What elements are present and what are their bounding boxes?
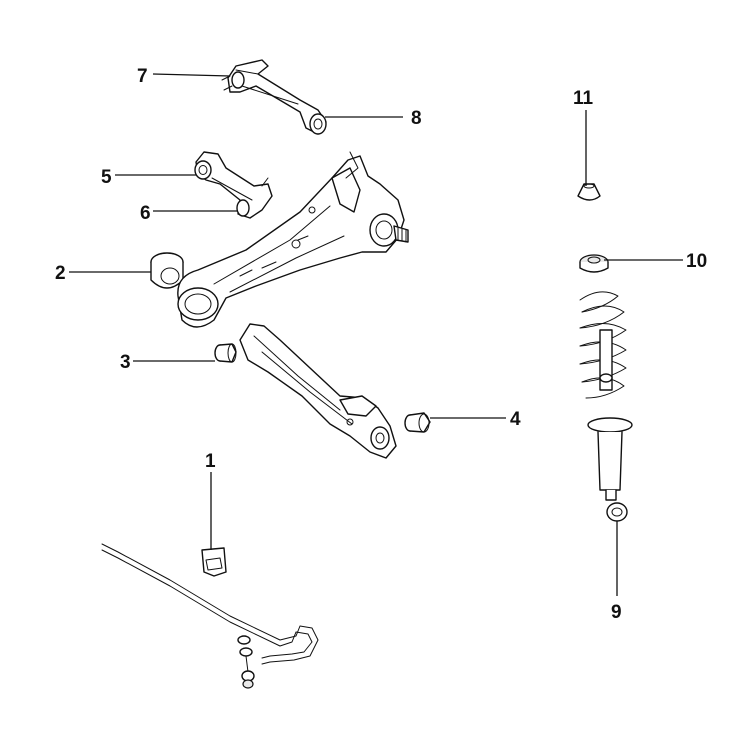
lower-control-arm — [239, 323, 397, 459]
callout-7: 7 — [137, 66, 148, 87]
trailing-arm-bushing — [150, 252, 184, 289]
callout-8: 8 — [411, 108, 422, 129]
trailing-arm — [177, 151, 409, 328]
callout-numbers: 7 8 5 6 2 3 4 1 11 10 9 — [55, 66, 707, 623]
callout-1: 1 — [205, 451, 216, 472]
stabilizer-bushing — [201, 547, 227, 577]
stabilizer-bar — [101, 543, 319, 689]
callout-9: 9 — [611, 602, 622, 623]
trailing-link — [194, 151, 273, 219]
callout-5: 5 — [101, 167, 112, 188]
upper-control-arm — [221, 59, 327, 135]
callout-6: 6 — [140, 203, 151, 224]
callout-3: 3 — [120, 352, 131, 373]
spring-upper-seat — [579, 254, 609, 273]
lower-arm-bushing-outer — [404, 412, 431, 433]
leader-lines — [69, 73, 683, 596]
leader-7 — [152, 73, 231, 77]
shock-top-cap — [577, 183, 601, 201]
callout-10: 10 — [686, 251, 707, 272]
callout-4: 4 — [510, 409, 521, 430]
shock-absorber — [587, 329, 633, 522]
lower-arm-bushing-inner — [214, 343, 237, 363]
coil-spring — [579, 291, 627, 399]
callout-11: 11 — [573, 88, 594, 109]
callout-2: 2 — [55, 263, 66, 284]
